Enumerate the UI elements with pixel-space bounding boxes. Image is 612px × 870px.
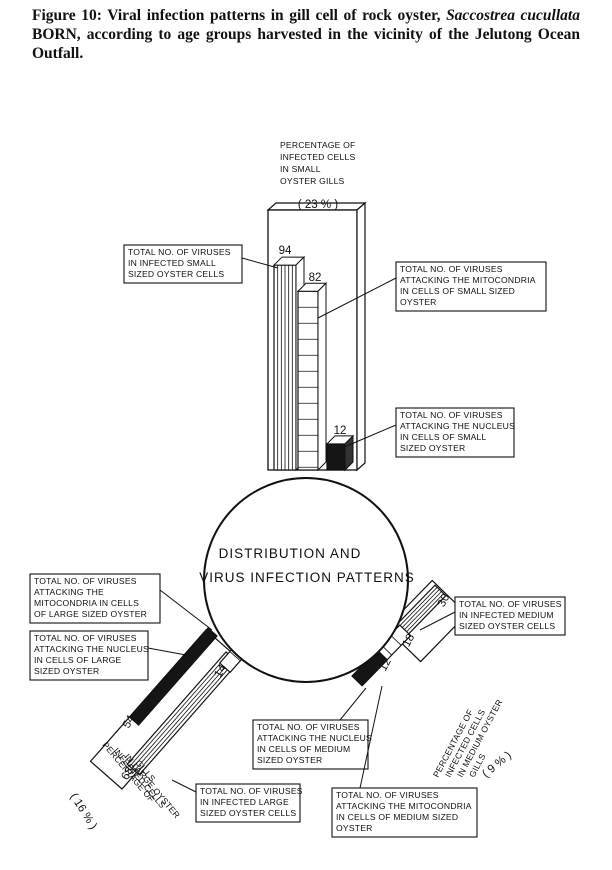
large-infected-value: 68 bbox=[119, 765, 136, 782]
large-mitochondria-value: 14 bbox=[212, 662, 229, 680]
large-mitochondria-leader bbox=[159, 589, 213, 631]
caption-text-2: BORN, according to age groups harvested … bbox=[32, 26, 580, 62]
large-mitochondria-legend-line-3: MITOCONDRIA IN CELLS bbox=[34, 598, 139, 608]
large-nucleus-bar bbox=[128, 627, 218, 726]
medium-mitochondria-legend-line-1: TOTAL NO. OF VIRUSES bbox=[336, 790, 439, 800]
small-nucleus-legend-line-1: TOTAL NO. OF VIRUSES bbox=[400, 410, 503, 420]
figure-caption: Figure 10: Viral infection patterns in g… bbox=[32, 6, 580, 63]
large-infected-legend-box bbox=[195, 783, 301, 823]
small-infected-value: 94 bbox=[279, 245, 292, 257]
caption-species: Saccostrea cucullata bbox=[446, 7, 580, 24]
small-nucleus-leader bbox=[341, 424, 397, 449]
center-circle bbox=[203, 477, 409, 683]
medium-nucleus-legend-line-2: ATTACKING THE NUCLEUS bbox=[257, 733, 372, 743]
small-nucleus-value: 12 bbox=[334, 425, 347, 437]
small-nucleus-legend-box bbox=[395, 407, 515, 458]
large-mitochondria-legend-line-4: OF LARGE SIZED OYSTER bbox=[34, 609, 147, 619]
large-nucleus-leader bbox=[147, 647, 187, 656]
small-infected-leader bbox=[241, 257, 279, 269]
small-mitochondria-bar bbox=[297, 290, 319, 471]
caption-prefix: Figure 10: bbox=[32, 7, 102, 24]
small-nucleus-legend-line-3: IN CELLS OF SMALL bbox=[400, 432, 487, 442]
medium-nucleus-legend-line-4: SIZED OYSTER bbox=[257, 755, 322, 765]
medium-mitochondria-legend-box bbox=[331, 787, 478, 838]
small-mitochondria-legend-line-1: TOTAL NO. OF VIRUSES bbox=[400, 264, 503, 274]
medium-percentage-value: ( 9 % ) bbox=[480, 749, 514, 780]
large-nucleus-legend-line-1: TOTAL NO. OF VIRUSES bbox=[34, 633, 137, 643]
large-infected-legend-line-3: SIZED OYSTER CELLS bbox=[200, 808, 296, 818]
large-infected-leader bbox=[171, 779, 197, 793]
medium-mitochondria-value: 18 bbox=[401, 632, 418, 649]
large-mitochondria-legend-line-1: TOTAL NO. OF VIRUSES bbox=[34, 576, 137, 586]
large-percentage-bar bbox=[89, 629, 239, 790]
large-infected-bar-stripe bbox=[136, 660, 236, 773]
small-percentage-label-line-1: PERCENTAGE OF bbox=[280, 140, 356, 150]
medium-nucleus-legend-box bbox=[252, 719, 369, 770]
small-infected-legend-line-1: TOTAL NO. OF VIRUSES bbox=[128, 247, 231, 257]
small-mitochondria-bar-side bbox=[317, 282, 327, 472]
small-percentage-bar-side bbox=[356, 201, 366, 472]
small-nucleus-legend-line-4: SIZED OYSTER bbox=[400, 443, 465, 453]
medium-mitochondria-legend-line-4: OYSTER bbox=[336, 823, 373, 833]
medium-infected-legend-line-2: IN INFECTED MEDIUM bbox=[459, 610, 554, 620]
large-mitochondria-bar-cell bbox=[229, 651, 241, 662]
medium-mitochondria-leader bbox=[359, 685, 383, 789]
large-infected-bar-stripe bbox=[131, 655, 232, 769]
medium-infected-legend-box bbox=[454, 596, 566, 636]
medium-infected-legend-line-1: TOTAL NO. OF VIRUSES bbox=[459, 599, 562, 609]
medium-mitochondria-legend-line-2: ATTACKING THE MITOCONDRIA bbox=[336, 801, 472, 811]
large-nucleus-legend-line-4: SIZED OYSTER bbox=[34, 666, 99, 676]
large-percentage-value: ( 16 % ) bbox=[67, 791, 99, 832]
small-percentage-label-line-2: INFECTED CELLS bbox=[280, 152, 355, 162]
caption-text-1: Viral infection patterns in gill cell of… bbox=[101, 7, 447, 24]
center-title-line-1: DISTRIBUTION AND bbox=[219, 546, 362, 561]
small-infected-legend-box bbox=[123, 244, 243, 284]
large-nucleus-legend-line-2: ATTACKING THE NUCLEUS bbox=[34, 644, 149, 654]
large-percentage-label-line-3: IN LARGE OYSTER bbox=[122, 752, 182, 820]
small-mitochondria-value: 82 bbox=[309, 272, 322, 284]
large-infected-bar-stripe bbox=[134, 658, 234, 771]
small-infected-legend-line-3: SIZED OYSTER CELLS bbox=[128, 269, 224, 279]
center-title-line-2: VIRUS INFECTION PATTERNS bbox=[199, 570, 415, 585]
medium-nucleus-legend-line-3: IN CELLS OF MEDIUM bbox=[257, 744, 350, 754]
small-percentage-value: ( 23 % ) bbox=[298, 199, 338, 211]
small-mitochondria-leader bbox=[317, 277, 397, 319]
large-mitochondria-legend-box bbox=[29, 573, 161, 624]
small-mitochondria-legend-line-2: ATTACKING THE MITOCONDRIA bbox=[400, 275, 536, 285]
small-mitochondria-legend-line-4: OYSTER bbox=[400, 297, 437, 307]
medium-nucleus-leader bbox=[339, 687, 367, 721]
large-nucleus-legend-line-3: IN CELLS OF LARGE bbox=[34, 655, 122, 665]
medium-nucleus-legend-line-1: TOTAL NO. OF VIRUSES bbox=[257, 722, 360, 732]
large-nucleus-legend-box bbox=[29, 630, 149, 681]
medium-infected-value: 30 bbox=[436, 592, 453, 609]
small-percentage-label-line-4: OYSTER GILLS bbox=[280, 176, 345, 186]
large-infected-legend-line-1: TOTAL NO. OF VIRUSES bbox=[200, 786, 303, 796]
large-infected-legend-line-2: IN INFECTED LARGE bbox=[200, 797, 289, 807]
small-percentage-label-line-3: IN SMALL bbox=[280, 164, 321, 174]
medium-infected-legend-line-3: SIZED OYSTER CELLS bbox=[459, 621, 555, 631]
large-nucleus-value: 54 bbox=[121, 713, 138, 731]
medium-infected-leader bbox=[419, 611, 456, 631]
large-mitochondria-legend-line-2: ATTACKING THE bbox=[34, 587, 104, 597]
small-mitochondria-legend-box bbox=[395, 261, 547, 312]
small-infected-legend-line-2: IN INFECTED SMALL bbox=[128, 258, 216, 268]
medium-mitochondria-legend-line-3: IN CELLS OF MEDIUM SIZED bbox=[336, 812, 458, 822]
medium-mitochondria-bar-cell bbox=[390, 634, 402, 646]
small-mitochondria-legend-line-3: IN CELLS OF SMALL SIZED bbox=[400, 286, 515, 296]
small-nucleus-legend-line-2: ATTACKING THE NUCLEUS bbox=[400, 421, 515, 431]
medium-nucleus-value: 12 bbox=[377, 656, 394, 673]
large-infected-bar-stripe bbox=[129, 653, 229, 767]
